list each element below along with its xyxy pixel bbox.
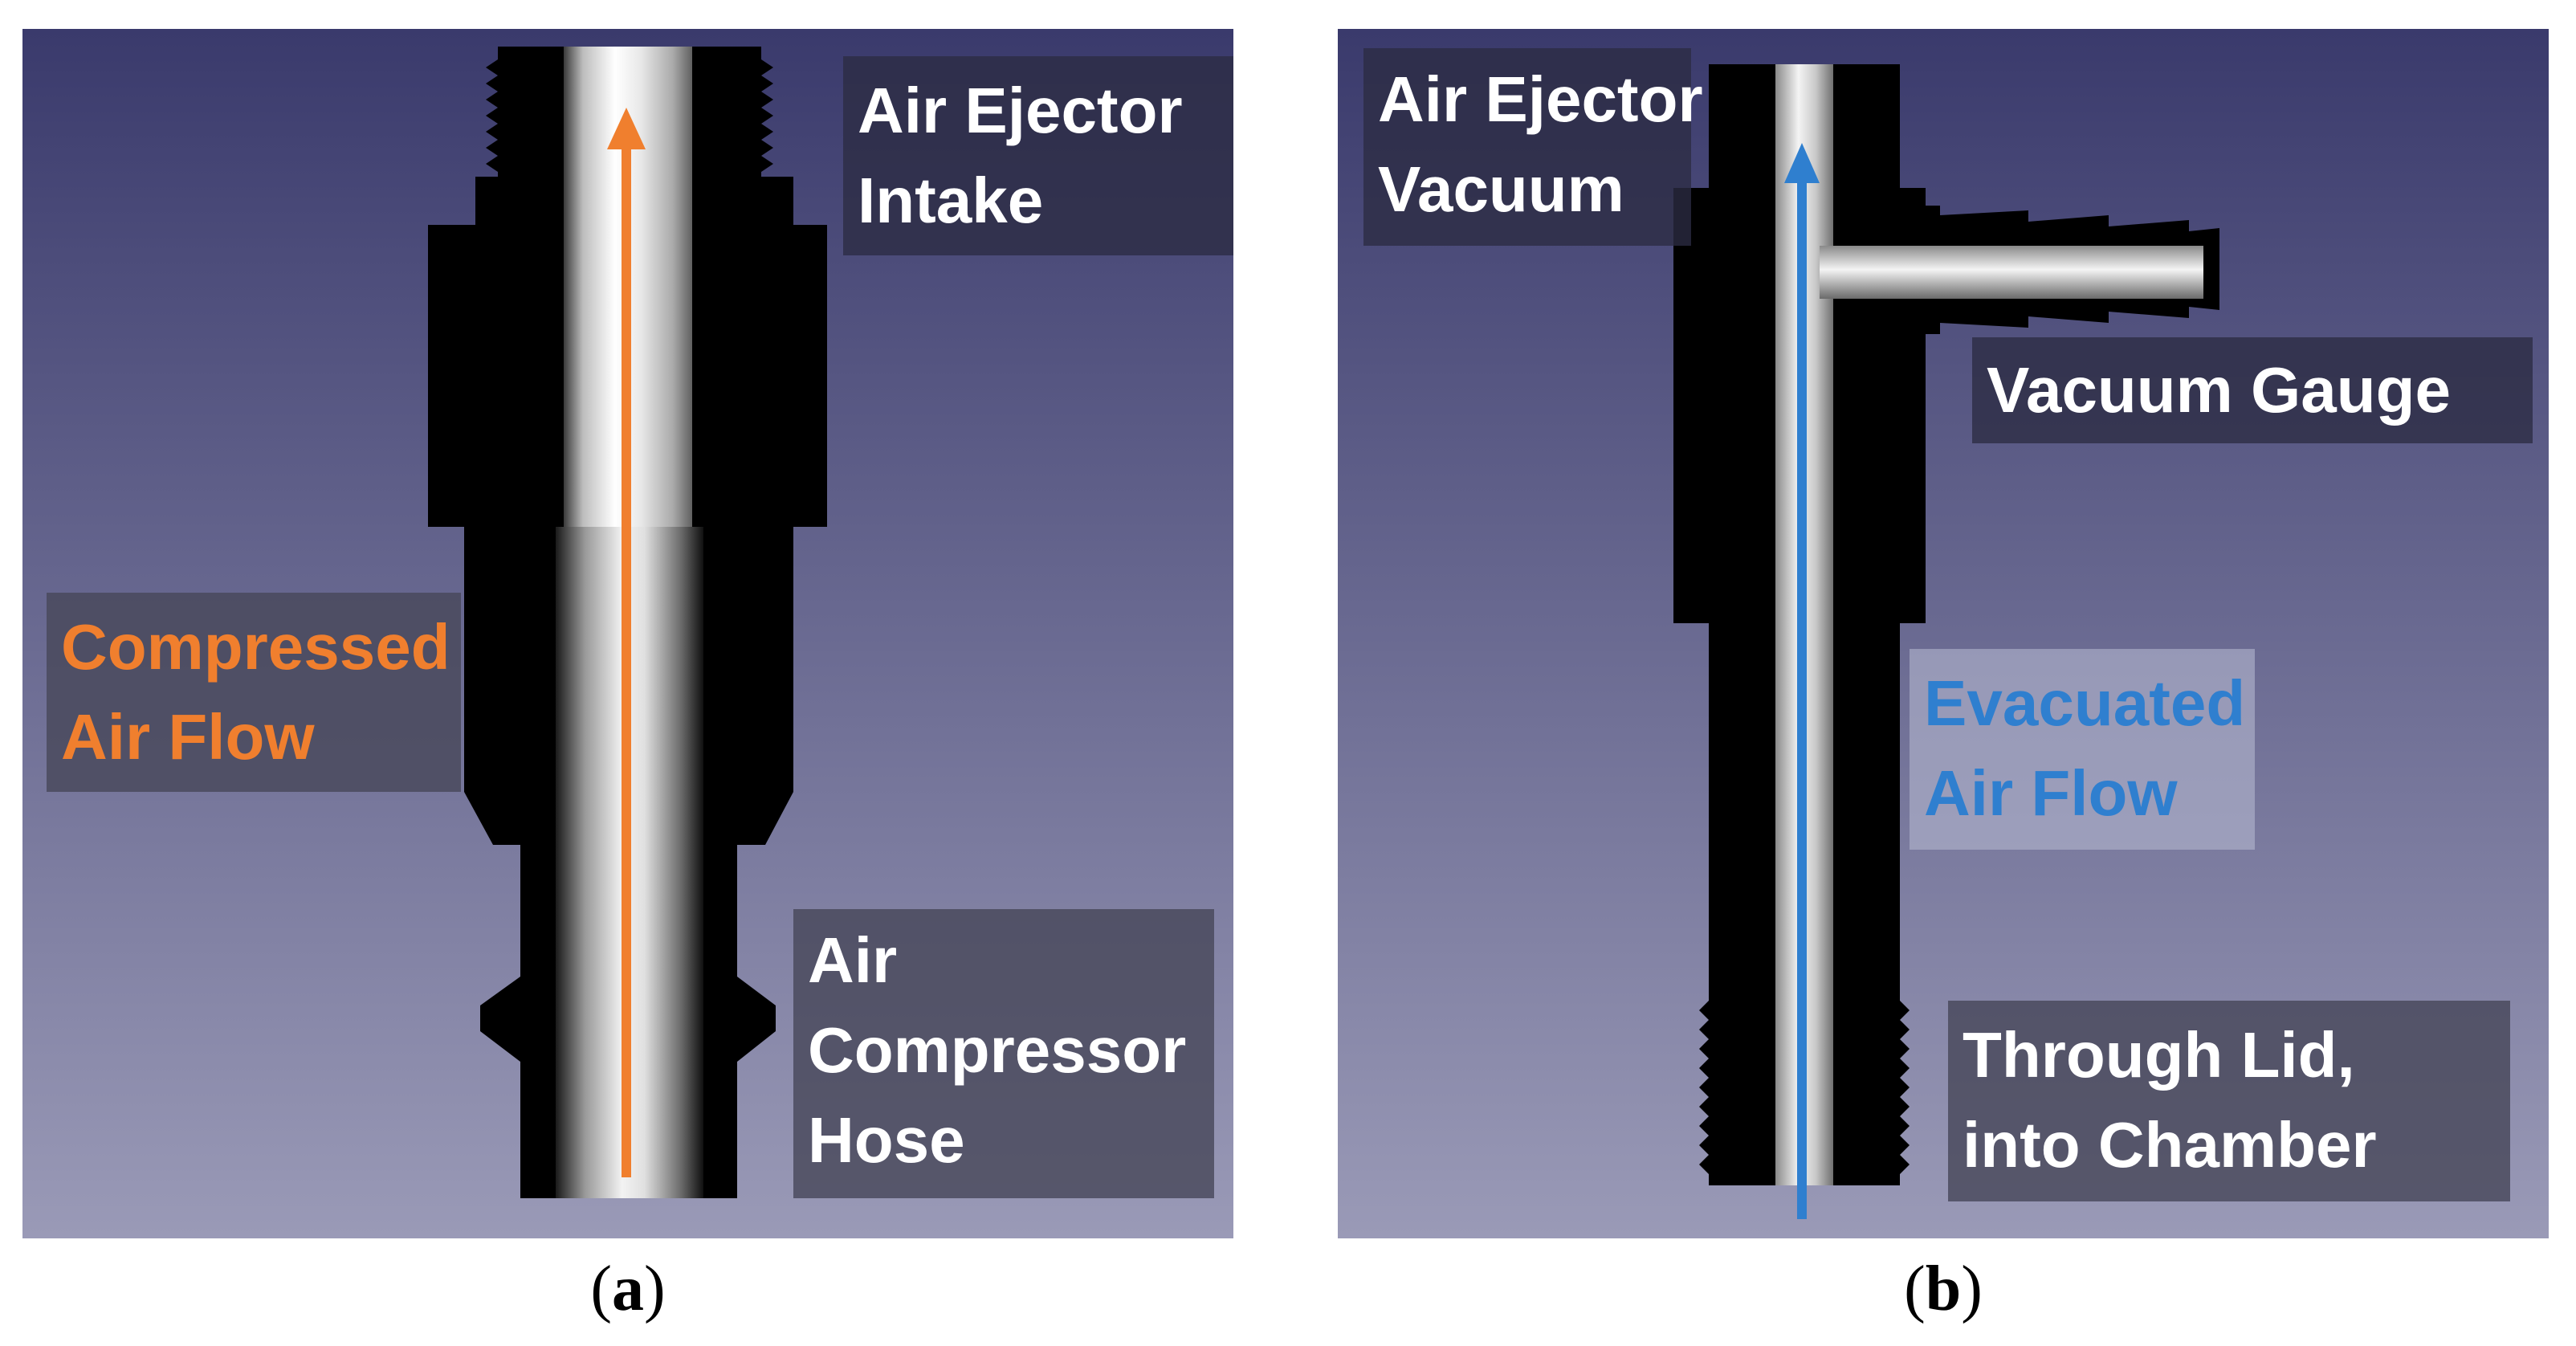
label-air-ejector-vacuum: Air Ejector Vacuum (1363, 48, 1703, 246)
label-through-lid-into-chamber: Through Lid, into Chamber (1948, 1001, 2510, 1201)
label-evacuated-air-flow: Evacuated Air Flow (1910, 649, 2255, 850)
label-air-ejector-intake: Air Ejector Intake (843, 56, 1233, 255)
caption-b: (b) (1904, 1254, 1983, 1324)
panel-b: Air Ejector Vacuum Vacuum Gauge Evacuate… (1338, 29, 2549, 1238)
panel-a: Air Ejector Intake Compressed Air Flow A… (22, 29, 1233, 1238)
caption-a: (a) (590, 1254, 666, 1324)
label-compressed-air-flow: Compressed Air Flow (47, 593, 461, 792)
label-air-compressor-hose: Air Compressor Hose (793, 909, 1214, 1198)
compressed-air-flow-arrow-head (607, 108, 646, 149)
evacuated-air-flow-arrow-head (1784, 143, 1820, 183)
label-vacuum-gauge: Vacuum Gauge (1972, 337, 2533, 443)
bore-b-side (1820, 246, 2203, 299)
